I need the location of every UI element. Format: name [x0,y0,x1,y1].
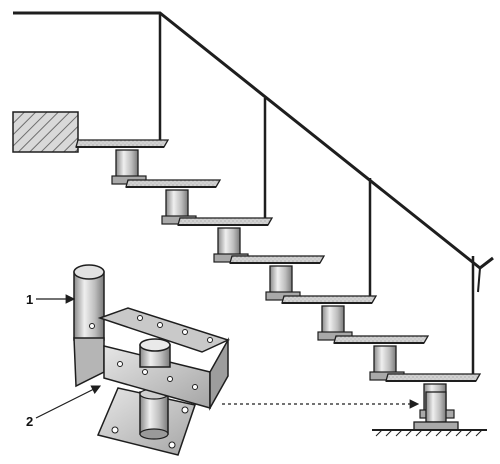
stair-tread [125,179,222,188]
stair-tread [385,373,482,382]
module-detail [73,264,231,456]
support-pipe [115,149,139,179]
callout-2-label: 2 [26,414,33,429]
upper-landing [12,111,79,153]
handrail [13,11,494,293]
stair-tread [229,255,326,264]
support-pipe [269,265,293,295]
support-pipe [217,227,241,257]
callout-1-label: 1 [26,292,33,307]
support-pipe [321,305,345,335]
floor [372,429,487,437]
balusters [158,13,475,376]
callout-2: 2 [26,385,102,429]
callout-1: 1 [26,292,76,307]
support-pipe [373,345,397,375]
stair-tread [281,295,378,304]
stair-tread [333,335,430,344]
support-pipe [165,189,189,219]
stair-tread [177,217,274,226]
floor-support-pipe [425,391,447,423]
stair-tread [75,139,170,148]
floor-support-plate [413,421,459,431]
stair-stringer [75,139,482,431]
